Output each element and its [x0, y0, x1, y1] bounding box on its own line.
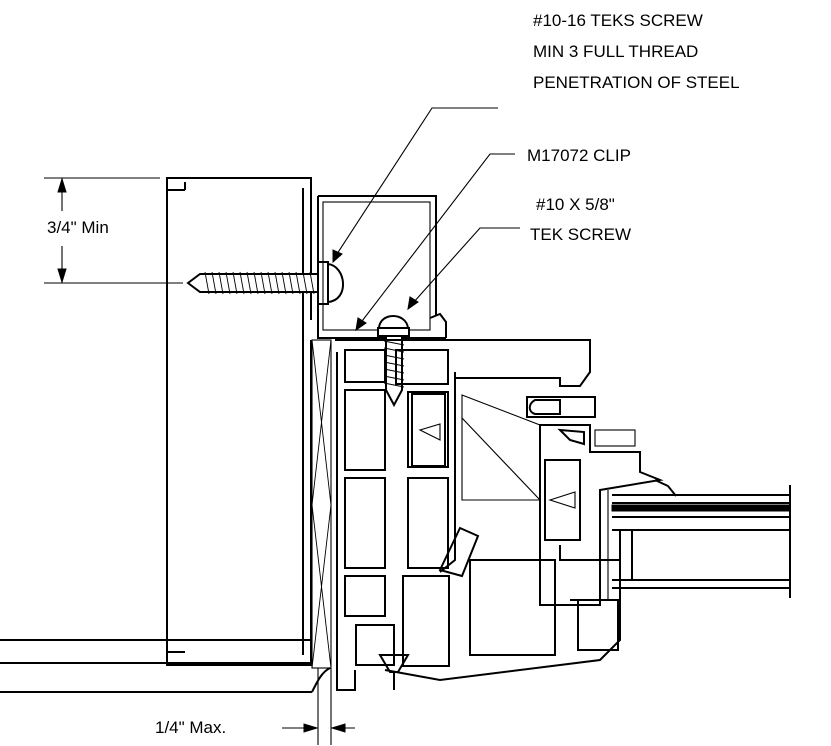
callout-tek-screw-line1: #10 X 5/8" — [536, 195, 615, 214]
dimension-max-gap-label: 1/4" Max. — [155, 718, 226, 737]
callout-teks-screw-line1: #10-16 TEKS SCREW — [533, 11, 703, 30]
bottom-anchor — [378, 654, 410, 690]
clip — [317, 195, 447, 339]
substrate — [0, 639, 331, 693]
leader-tek-screw — [407, 227, 520, 311]
leader-teks-screw — [332, 107, 498, 264]
dimension-min-depth-label: 3/4" Min — [47, 218, 109, 237]
window-frame — [335, 339, 621, 691]
shim-gap — [311, 339, 332, 669]
glazing-unit — [611, 479, 791, 598]
dimension-min-depth — [44, 177, 183, 284]
callout-tek-screw-line2: TEK SCREW — [530, 225, 631, 244]
thermal-break — [411, 393, 596, 501]
tek-screw — [377, 315, 410, 408]
teks-screw — [186, 261, 344, 305]
callout-teks-screw-line2: MIN 3 FULL THREAD — [533, 42, 698, 61]
leader-clip — [355, 153, 515, 332]
steel-stud — [166, 177, 312, 666]
callout-teks-screw-line3: PENETRATION OF STEEL — [533, 73, 740, 92]
callout-clip-label: M17072 CLIP — [527, 146, 631, 165]
sash — [539, 424, 664, 606]
